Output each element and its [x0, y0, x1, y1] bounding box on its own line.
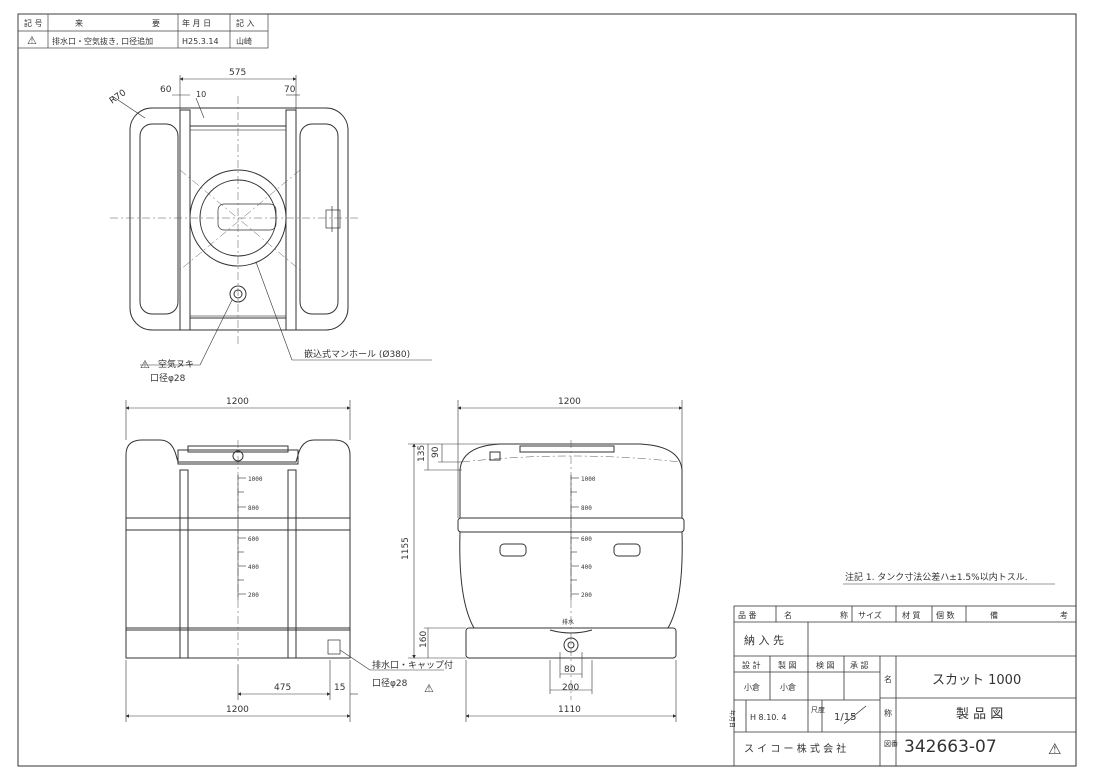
front-dim-1200-bottom: 1200 — [226, 705, 249, 715]
plan-dim-60: 60 — [160, 85, 172, 95]
plan-air-dia: 口径φ28 — [150, 372, 186, 384]
tb-drawing-number: 342663-07 — [904, 737, 997, 757]
tb-header-qty: 個 数 — [936, 610, 955, 620]
tb-drafter: 小倉 — [780, 682, 796, 692]
tb-header-item-no: 品 番 — [738, 610, 757, 620]
tb-warning-icon: ⚠ — [1048, 740, 1061, 758]
side-dimension-lines — [408, 400, 683, 722]
rev-header-date: 年 月 日 — [182, 18, 211, 28]
side-gauge-600: 600 — [581, 536, 592, 543]
side-gauge-200: 200 — [581, 592, 592, 599]
tb-role-approve: 承 認 — [850, 660, 869, 670]
plan-manhole-note: 嵌込式マンホール (Ø380) — [304, 348, 410, 360]
air-warning-icon: ⚠ — [140, 358, 150, 371]
tb-header-size: サイズ — [858, 610, 882, 620]
plan-dim-10: 10 — [196, 90, 206, 99]
front-gauge-200: 200 — [248, 592, 259, 599]
tb-header-remarks2: 考 — [1060, 611, 1068, 620]
rev-header-signer: 記 入 — [236, 18, 255, 28]
tolerance-note: 注記 1. タンク寸法公差ハ±1.5%以内トスル. — [845, 571, 1028, 583]
side-gauge-800: 800 — [581, 505, 592, 512]
tb-header-name2: 称 — [840, 610, 848, 620]
side-dim-200: 200 — [562, 683, 579, 693]
front-gauge-400: 400 — [248, 564, 259, 571]
side-dim-80: 80 — [564, 665, 576, 675]
front-dim-1200-top: 1200 — [226, 397, 249, 407]
front-dimension-lines — [125, 400, 444, 722]
front-gauge-800: 800 — [248, 505, 259, 512]
tb-customer-label: 納 入 先 — [744, 634, 784, 647]
side-dim-1200: 1200 — [558, 397, 581, 407]
front-gauge-1000: 1000 — [248, 476, 263, 483]
rev-content: 排水口・空気抜き, 口径追加 — [52, 36, 153, 46]
rev-header-content-2: 要 — [152, 19, 160, 28]
title-block — [733, 605, 1077, 767]
front-dim-15: 15 — [334, 683, 345, 693]
tb-role-draft: 製 図 — [778, 660, 797, 670]
tb-drawing-type: 製 品 図 — [956, 707, 1003, 722]
tb-header-remarks: 備 — [990, 610, 998, 620]
tb-header-material: 材 質 — [902, 610, 921, 620]
side-gauge-400: 400 — [581, 564, 592, 571]
tb-designer: 小倉 — [744, 682, 760, 692]
side-gauge — [570, 475, 579, 600]
rev-warning-icon: ⚠ — [27, 34, 37, 47]
sheet-border — [17, 13, 1077, 767]
rev-signer: 山崎 — [236, 36, 252, 46]
revision-table — [17, 13, 269, 49]
front-dim-475: 475 — [274, 683, 291, 693]
plan-dim-575: 575 — [229, 68, 246, 78]
tb-name-label: 名 — [884, 674, 892, 684]
rev-date: H25.3.14 — [182, 37, 219, 46]
plan-air-note: 空気ヌキ — [158, 358, 194, 370]
front-gauge-600: 600 — [248, 536, 259, 543]
side-dim-90: 90 — [431, 446, 441, 458]
front-gauge — [237, 475, 246, 600]
plan-dim-r70: R70 — [108, 88, 128, 107]
side-dim-135: 135 — [417, 445, 427, 462]
tb-product-name: スカット 1000 — [932, 673, 1021, 688]
tb-number-label: 図番 — [884, 740, 898, 748]
side-dim-1110: 1110 — [558, 705, 581, 715]
tb-header-name: 名 — [784, 610, 792, 620]
tb-date-label: 年月日 — [728, 710, 736, 728]
tb-company: ス イ コ ー 株 式 会 社 — [744, 742, 846, 755]
plan-centerlines — [110, 96, 360, 345]
rev-header-content-1: 来 — [75, 19, 83, 28]
tb-role-check: 検 図 — [816, 660, 835, 670]
front-drain-note: 排水口・キャップ付 — [372, 659, 453, 671]
side-drain-small: 排水 — [562, 618, 574, 626]
drain-warning-icon: ⚠ — [424, 682, 434, 695]
front-drain-dia: 口径φ28 — [372, 677, 408, 689]
side-dim-1155: 1155 — [401, 537, 411, 560]
side-dim-160: 160 — [419, 631, 429, 648]
tb-date: H 8.10. 4 — [750, 713, 787, 722]
side-gauge-1000: 1000 — [581, 476, 596, 483]
tb-name-label2: 称 — [884, 708, 892, 718]
tb-scale: 1/15 — [834, 712, 856, 723]
plan-dimension-lines — [111, 75, 432, 366]
rev-header-mark: 記 号 — [24, 18, 43, 28]
tb-role-design: 設 計 — [742, 660, 761, 670]
plan-dim-70: 70 — [284, 85, 296, 95]
tb-scale-label: 尺度 — [811, 705, 825, 714]
